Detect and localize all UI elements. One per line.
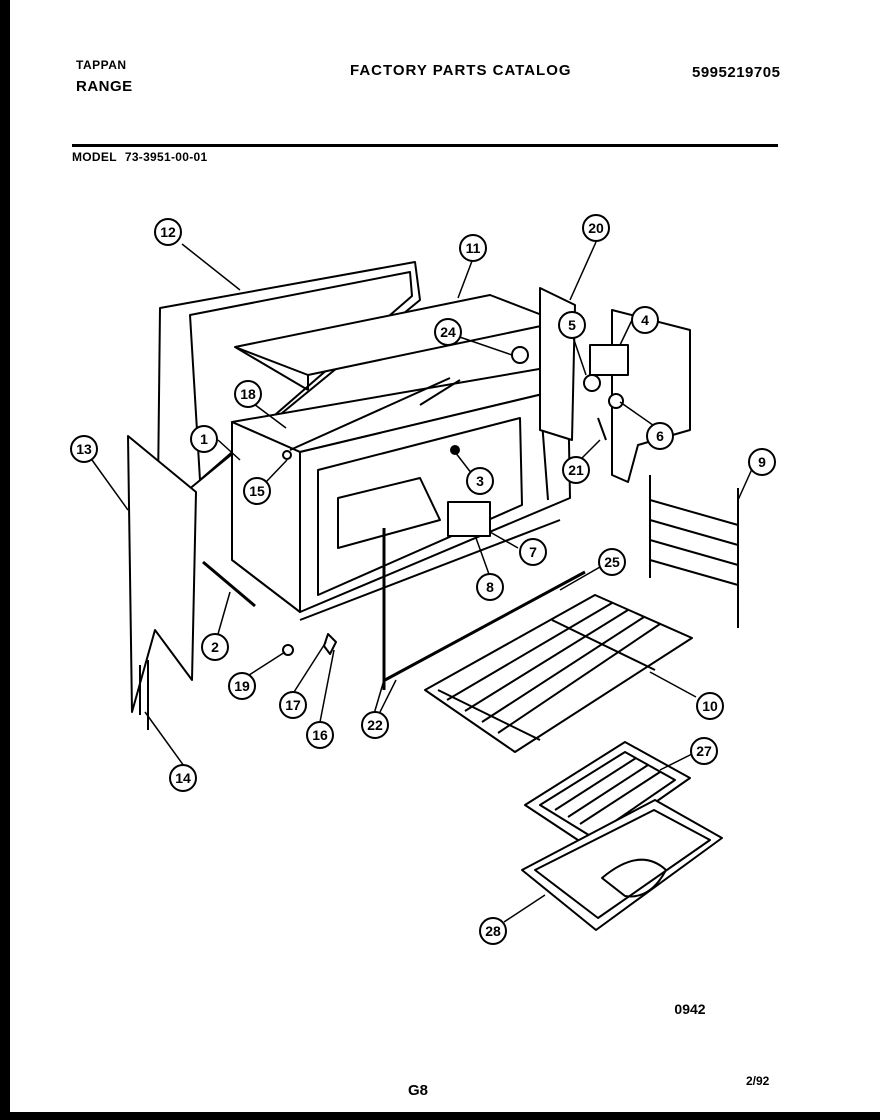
part-callout-10: 10 <box>696 692 724 720</box>
part-callout-1: 1 <box>190 425 218 453</box>
callout-circle <box>169 764 197 792</box>
callout-number: 5 <box>568 317 576 333</box>
callout-circle <box>519 538 547 566</box>
catalog-code: 5995219705 <box>692 64 781 81</box>
part-callout-5: 5 <box>558 311 586 339</box>
part-callout-14: 14 <box>169 764 197 792</box>
part-callout-22: 22 <box>361 711 389 739</box>
callout-number: 28 <box>485 923 501 939</box>
part-callout-18: 18 <box>234 380 262 408</box>
callout-number: 20 <box>588 220 604 236</box>
callout-number: 27 <box>696 743 712 759</box>
part-callout-20: 20 <box>582 214 610 242</box>
callout-number: 1 <box>200 431 208 447</box>
callout-number: 2 <box>211 639 219 655</box>
callout-number: 17 <box>285 697 301 713</box>
callout-number: 18 <box>240 386 256 402</box>
callout-number: 11 <box>466 240 481 256</box>
catalog-title: FACTORY PARTS CATALOG <box>350 62 572 79</box>
callout-number: 12 <box>160 224 176 240</box>
part-callout-19: 19 <box>228 672 256 700</box>
part-callout-21: 21 <box>562 456 590 484</box>
part-callout-2: 2 <box>201 633 229 661</box>
model-label: MODEL <box>72 150 117 164</box>
callout-circle <box>631 306 659 334</box>
callout-number: 6 <box>656 428 664 444</box>
callout-number: 10 <box>702 698 718 714</box>
part-callout-3: 3 <box>466 467 494 495</box>
part-callout-17: 17 <box>279 691 307 719</box>
callout-number: 22 <box>367 717 383 733</box>
part-callout-15: 15 <box>243 477 271 505</box>
part-callout-16: 16 <box>306 721 334 749</box>
catalog-date: 2/92 <box>746 1074 770 1088</box>
part-callout-6: 6 <box>646 422 674 450</box>
broiler-pan-drawing <box>521 741 723 931</box>
callout-circle <box>361 711 389 739</box>
page-number: G8 <box>408 1082 429 1099</box>
side-panel-drawing <box>127 435 197 730</box>
callout-number: 8 <box>486 579 494 595</box>
part-callout-11: 11 <box>459 234 487 262</box>
callout-number: 21 <box>568 462 584 478</box>
callout-circle <box>558 311 586 339</box>
part-callout-28: 28 <box>479 917 507 945</box>
model-line: MODEL 73-3951-00-01 <box>72 150 215 164</box>
oven-body-drawing <box>231 367 571 621</box>
callout-circle <box>279 691 307 719</box>
callout-circle <box>582 214 610 242</box>
callout-circle <box>476 573 504 601</box>
callout-number: 4 <box>641 312 649 328</box>
callout-number: 13 <box>76 441 92 457</box>
callout-circle <box>466 467 494 495</box>
part-callout-13: 13 <box>70 435 98 463</box>
callout-circle <box>234 380 262 408</box>
part-callout-12: 12 <box>154 218 182 246</box>
oven-rack-drawing <box>424 594 693 753</box>
callout-number: 16 <box>312 727 328 743</box>
product-type: RANGE <box>76 78 133 95</box>
header-rule <box>72 144 778 147</box>
part-callouts: 1234567891011121314151617181920212224252… <box>70 214 776 945</box>
callout-circle <box>306 721 334 749</box>
part-callout-24: 24 <box>434 318 462 346</box>
callout-circle <box>201 633 229 661</box>
callout-number: 9 <box>758 454 766 470</box>
callout-circle <box>228 672 256 700</box>
part-callout-25: 25 <box>598 548 626 576</box>
part-callout-9: 9 <box>748 448 776 476</box>
scan-edge-left <box>0 0 10 1120</box>
callout-circle <box>696 692 724 720</box>
callout-circle <box>562 456 590 484</box>
callout-number: 25 <box>604 554 620 570</box>
callout-circle <box>459 234 487 262</box>
callout-number: 7 <box>529 544 537 560</box>
callout-circle <box>748 448 776 476</box>
callout-circle <box>70 435 98 463</box>
part-callout-27: 27 <box>690 737 718 765</box>
callout-circle <box>154 218 182 246</box>
rack-support-drawing <box>649 475 739 628</box>
callout-number: 14 <box>175 770 191 786</box>
callout-circle <box>598 548 626 576</box>
model-number: 73-3951-00-01 <box>124 150 208 164</box>
part-callout-8: 8 <box>476 573 504 601</box>
callout-circle <box>479 917 507 945</box>
callout-circle <box>243 477 271 505</box>
callout-circle <box>646 422 674 450</box>
brand-name: TAPPAN <box>76 58 127 72</box>
callout-circle <box>690 737 718 765</box>
callout-number: 15 <box>249 483 265 499</box>
callout-circle <box>190 425 218 453</box>
part-callout-4: 4 <box>631 306 659 334</box>
figure-id: 0942 <box>674 1001 705 1017</box>
scan-edge-bottom <box>0 1112 880 1120</box>
part-callout-7: 7 <box>519 538 547 566</box>
callout-number: 24 <box>440 324 456 340</box>
callout-number: 19 <box>234 678 250 694</box>
callout-circle <box>434 318 462 346</box>
callout-number: 3 <box>476 473 484 489</box>
side-shield-drawing <box>539 287 691 483</box>
